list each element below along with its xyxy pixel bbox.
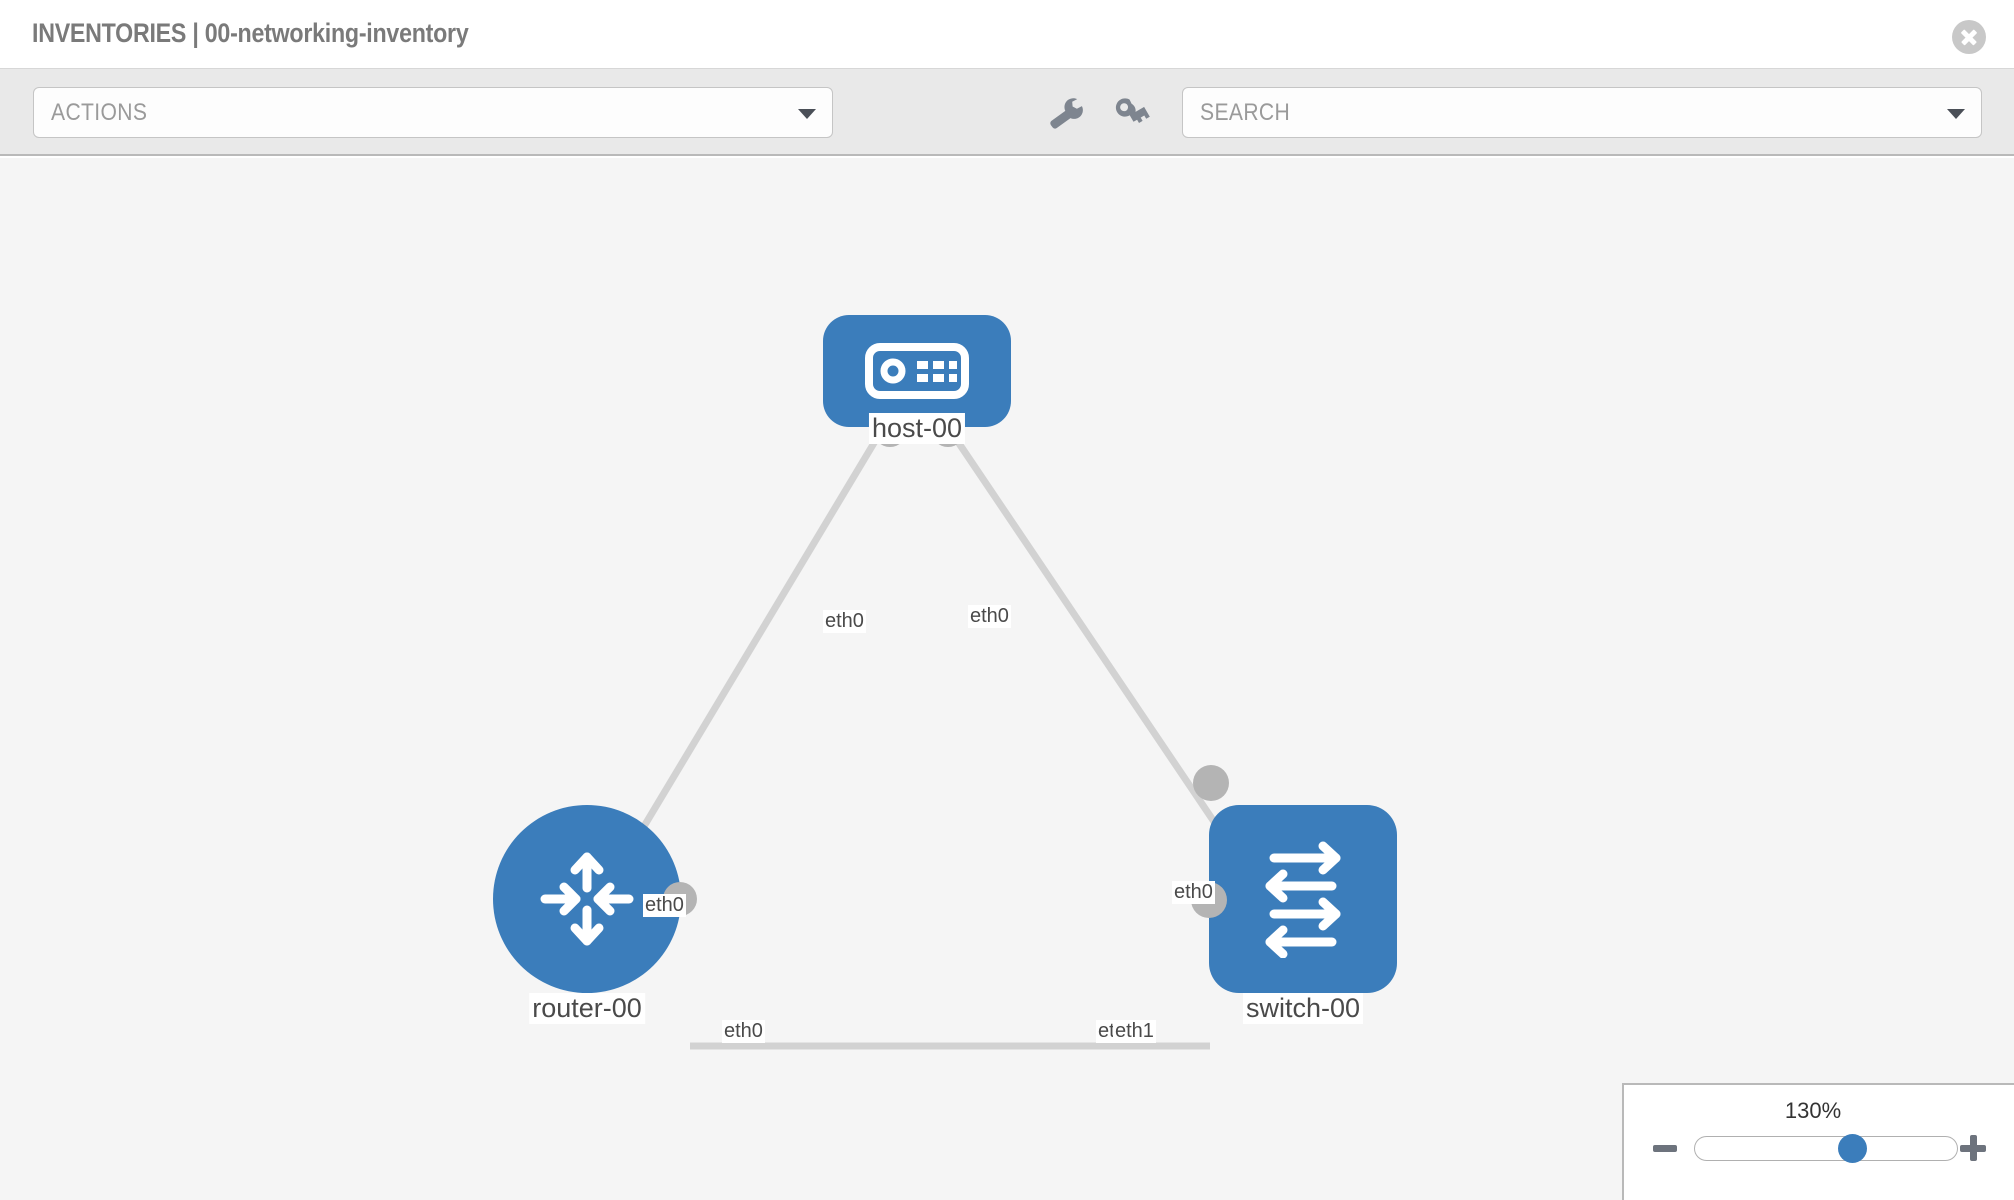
close-icon[interactable] — [1952, 20, 1986, 54]
chevron-down-icon — [798, 108, 816, 119]
topology-canvas[interactable]: host-00 — [0, 158, 2014, 1200]
toolbar: ACTIONS SEARCH — [0, 69, 2014, 156]
switch-arrows-icon — [1265, 841, 1341, 958]
router-arrows-icon — [540, 852, 634, 946]
wrench-icon[interactable] — [1046, 96, 1086, 132]
zoom-control-panel: 130% — [1622, 1083, 2014, 1200]
node-label-switch-00: switch-00 — [1242, 993, 1364, 1024]
node-label-router-00: router-00 — [529, 993, 645, 1024]
page-title: INVENTORIES | 00-networking-inventory — [32, 18, 469, 48]
link-host00-switch00 — [949, 431, 1228, 840]
host-node-shape — [823, 315, 1011, 427]
actions-dropdown[interactable]: ACTIONS — [33, 87, 833, 138]
switch-node-shape — [1209, 805, 1397, 993]
topology-node-host-00[interactable]: host-00 — [823, 315, 1011, 447]
link-host00-router00 — [621, 431, 884, 860]
edge-label-eth0: eth0 — [968, 605, 1011, 628]
edge-label-eth0: eth0 — [643, 894, 686, 917]
chevron-down-icon — [1947, 108, 1965, 119]
key-icon[interactable] — [1114, 96, 1154, 132]
edge-label-eth0: eth0 — [1172, 881, 1215, 904]
edge-label-eth1: eth1 — [1113, 1020, 1156, 1043]
topology-node-switch-00[interactable]: switch-00 — [1191, 765, 1397, 1024]
interface-nub[interactable] — [1193, 765, 1229, 801]
zoom-level-value: 130% — [1784, 1098, 1842, 1123]
zoom-slider-track[interactable] — [1694, 1134, 1958, 1163]
edge-label-eth0: eth0 — [823, 610, 866, 633]
edge-label-eth0: eth0 — [722, 1020, 765, 1043]
server-icon — [865, 343, 969, 399]
actions-dropdown-label: ACTIONS — [51, 99, 148, 126]
topology-links — [621, 431, 1228, 1050]
node-label-host-00: host-00 — [868, 413, 966, 444]
search-placeholder: SEARCH — [1200, 99, 1291, 126]
zoom-slider-thumb[interactable] — [1837, 1134, 1867, 1163]
zoom-out-button[interactable] — [1653, 1145, 1677, 1152]
page-header: INVENTORIES | 00-networking-inventory — [0, 0, 2014, 69]
zoom-in-button[interactable] — [1960, 1135, 1986, 1161]
search-input[interactable]: SEARCH — [1182, 87, 1982, 138]
